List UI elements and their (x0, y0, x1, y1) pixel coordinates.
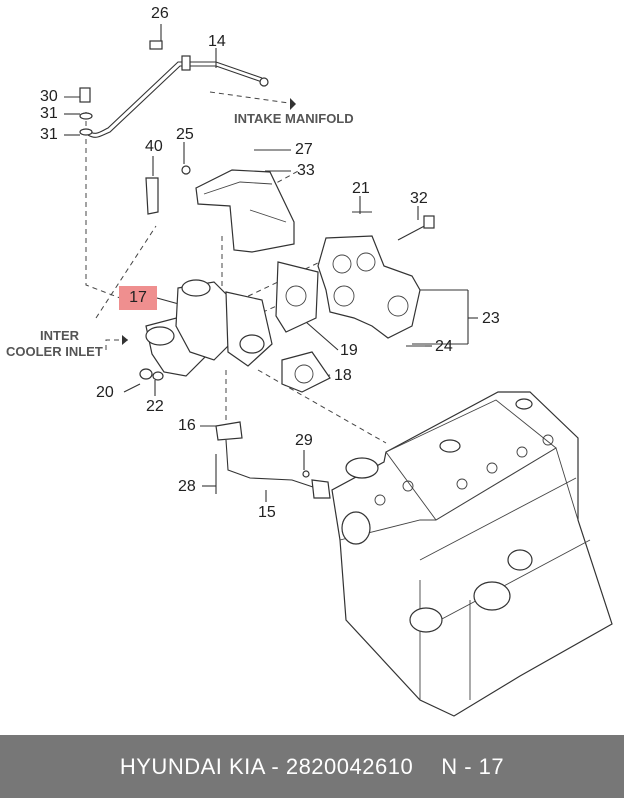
oil-return-pipe (215, 421, 331, 499)
inter-cooler-arrow (122, 335, 128, 345)
footer-separator: - (271, 753, 280, 779)
callout-21: 21 (352, 180, 370, 197)
heat-shield-assembly (145, 149, 295, 253)
callout-32: 32 (410, 190, 428, 207)
callout-24: 24 (435, 338, 453, 355)
callout-25: 25 (176, 126, 194, 143)
exhaust-manifold (317, 211, 435, 347)
intake-manifold-arrow (290, 98, 296, 110)
callout-22: 22 (146, 398, 164, 415)
callout-15: 15 (258, 504, 276, 521)
gaskets (275, 261, 331, 393)
callout-27: 27 (295, 141, 313, 158)
highlighted-part-17: 17 (119, 286, 157, 310)
callout-18: 18 (334, 367, 352, 384)
intake-manifold-label: INTAKE MANIFOLD (234, 111, 354, 126)
engine-block (331, 391, 613, 717)
turbocharger (139, 279, 273, 381)
callout-19: 19 (340, 342, 358, 359)
callout-40: 40 (145, 138, 163, 155)
footer-bar: HYUNDAI KIA - 2820042610 N - 17 (0, 735, 624, 798)
callout-31-upper: 31 (40, 105, 58, 122)
exploded-parts-diagram (64, 24, 613, 717)
callout-31-lower: 31 (40, 126, 58, 143)
callout-30: 30 (40, 88, 58, 105)
callout-16: 16 (178, 417, 196, 434)
leader-lines (64, 24, 478, 502)
callout-20: 20 (96, 384, 114, 401)
oil-feed-tube (79, 40, 269, 138)
reference-dashes (85, 91, 387, 444)
footer-position-label: N - 17 (441, 753, 505, 779)
callout-29: 29 (295, 432, 313, 449)
callout-23: 23 (482, 310, 500, 327)
inter-cooler-label-line2: COOLER INLET (6, 344, 103, 359)
footer-part-number: 2820042610 (285, 753, 414, 779)
footer-part-ref: HYUNDAI KIA - 2820042610 (120, 754, 413, 780)
footer-brand: HYUNDAI KIA (119, 753, 265, 779)
inter-cooler-label-line1: INTER (40, 328, 79, 343)
callout-28: 28 (178, 478, 196, 495)
callout-26: 26 (151, 5, 169, 22)
callout-33: 33 (297, 162, 315, 179)
callout-14: 14 (208, 33, 226, 50)
